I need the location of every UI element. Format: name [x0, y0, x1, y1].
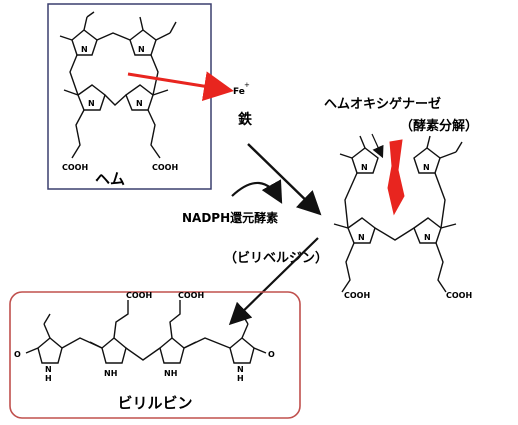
bili-nh-2: NH: [104, 369, 117, 378]
bili-cooh-1: COOH: [126, 291, 152, 300]
bili-nh-3: NH: [164, 369, 177, 378]
biliv-n-4: N: [424, 233, 431, 242]
nadph-label: NADPH還元酵素: [182, 210, 278, 225]
heme-n-2: N: [138, 45, 145, 54]
fe-charge: +: [244, 81, 250, 89]
biliv-n-3: N: [358, 233, 365, 242]
bilirubin-structure: [25, 300, 267, 364]
bili-n-1: N: [45, 365, 52, 374]
iron-label: 鉄: [238, 111, 253, 128]
bilirubin-box: [9, 291, 301, 419]
heme-structure: [59, 11, 177, 159]
heme-cooh-right: COOH: [152, 163, 178, 172]
biliverdin-label: （ビリベルジン）: [224, 250, 328, 266]
bili-h-4: H: [237, 374, 244, 383]
bili-cooh-2: COOH: [178, 291, 204, 300]
heme-n-3: N: [88, 99, 95, 108]
to-bilirubin-arrow: [228, 237, 319, 326]
heme-label: ヘム: [95, 170, 125, 188]
heme-cooh-left: COOH: [62, 163, 88, 172]
oxygenase-cleavage-mark: [387, 139, 405, 216]
bili-o-right: O: [268, 350, 275, 359]
heme-oxygenase-label: ヘムオキシゲナーゼ: [324, 96, 441, 112]
bilirubin-label: ビリルビン: [117, 394, 192, 412]
fe-release-arrow: [127, 71, 234, 102]
heme-box: [47, 3, 212, 190]
biliv-n-2: N: [423, 163, 430, 172]
biliverdin-intermediate-structure: [333, 135, 463, 293]
fe-label: Fe: [233, 87, 245, 97]
biliv-cooh-right: COOH: [446, 291, 472, 300]
biliv-n-1: N: [361, 163, 368, 172]
nadph-curved-arrow: [231, 179, 283, 204]
heme-to-biliverdin-arrow: [247, 143, 322, 216]
bili-o-left: O: [14, 350, 21, 359]
biliv-cooh-left: COOH: [344, 291, 370, 300]
bili-n-4: N: [237, 365, 244, 374]
oxygenase-pointer: [371, 133, 384, 159]
enzyme-decomp-label: （酵素分解）: [400, 118, 478, 134]
heme-n-1: N: [81, 45, 88, 54]
bili-h-1: H: [45, 374, 52, 383]
heme-n-4: N: [136, 99, 143, 108]
